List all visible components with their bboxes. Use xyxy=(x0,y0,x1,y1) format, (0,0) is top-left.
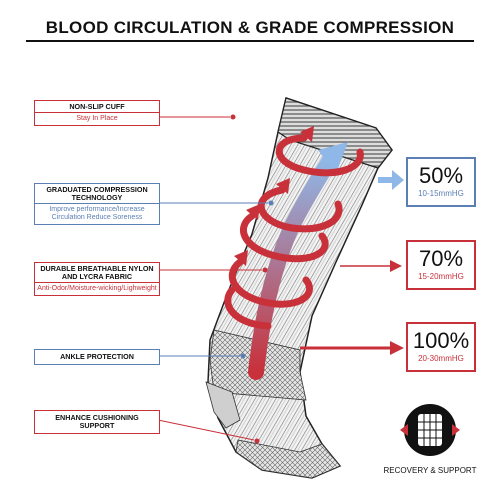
feature-detail: Anti-Odor/Moisture-wicking/Lighweight xyxy=(37,285,157,292)
compression-range: 10-15mmHG xyxy=(418,189,464,198)
feature-heading: ANKLE PROTECTION xyxy=(60,352,134,361)
title-underline xyxy=(26,40,474,42)
recovery-support-icon xyxy=(400,404,460,456)
compression-swirls xyxy=(224,134,364,330)
feature-heading: ENHANCE CUSHIONING SUPPORT xyxy=(55,413,139,430)
compression-range: 15-20mmHG xyxy=(418,272,464,281)
swirl-arrowheads xyxy=(234,126,314,266)
feature-breathable-fabric: DURABLE BREATHABLE NYLON AND LYCRA FABRI… xyxy=(34,262,160,296)
compression-percent: 70% xyxy=(418,246,464,271)
compression-level-100: 100% 20-30mmHG xyxy=(406,322,476,372)
circulation-arrow-head xyxy=(318,142,348,174)
feature-detail: Improve performance/Increase Circulation… xyxy=(49,206,145,221)
feature-graduated-compression: GRADUATED COMPRESSION TECHNOLOGY Improve… xyxy=(34,183,160,225)
circulation-arrow xyxy=(248,152,338,380)
compression-range: 20-30mmHG xyxy=(418,354,464,363)
recovery-support-label: RECOVERY & SUPPORT xyxy=(383,466,477,475)
compression-level-70: 70% 15-20mmHG xyxy=(406,240,476,290)
compression-level-50: 50% 10-15mmHG xyxy=(406,157,476,207)
feature-heading: GRADUATED COMPRESSION TECHNOLOGY xyxy=(35,184,159,204)
feature-heading: DURABLE BREATHABLE NYLON AND LYCRA FABRI… xyxy=(35,263,159,283)
feature-detail: Stay In Place xyxy=(76,115,118,122)
compression-percent: 50% xyxy=(418,163,464,188)
feature-heading: NON-SLIP CUFF xyxy=(35,101,159,113)
level-arrows xyxy=(300,170,404,355)
sock-heel xyxy=(205,381,241,429)
page-title: BLOOD CIRCULATION & GRADE COMPRESSION xyxy=(45,18,455,37)
connector-lines xyxy=(157,114,274,444)
feature-cushioning-support: ENHANCE CUSHIONING SUPPORT xyxy=(34,410,160,434)
sock-cuff xyxy=(277,97,393,169)
feature-ankle-protection: ANKLE PROTECTION xyxy=(34,349,160,365)
feature-non-slip-cuff: NON-SLIP CUFF Stay In Place xyxy=(34,100,160,126)
sock-toe xyxy=(235,439,341,479)
compression-percent: 100% xyxy=(412,328,470,353)
